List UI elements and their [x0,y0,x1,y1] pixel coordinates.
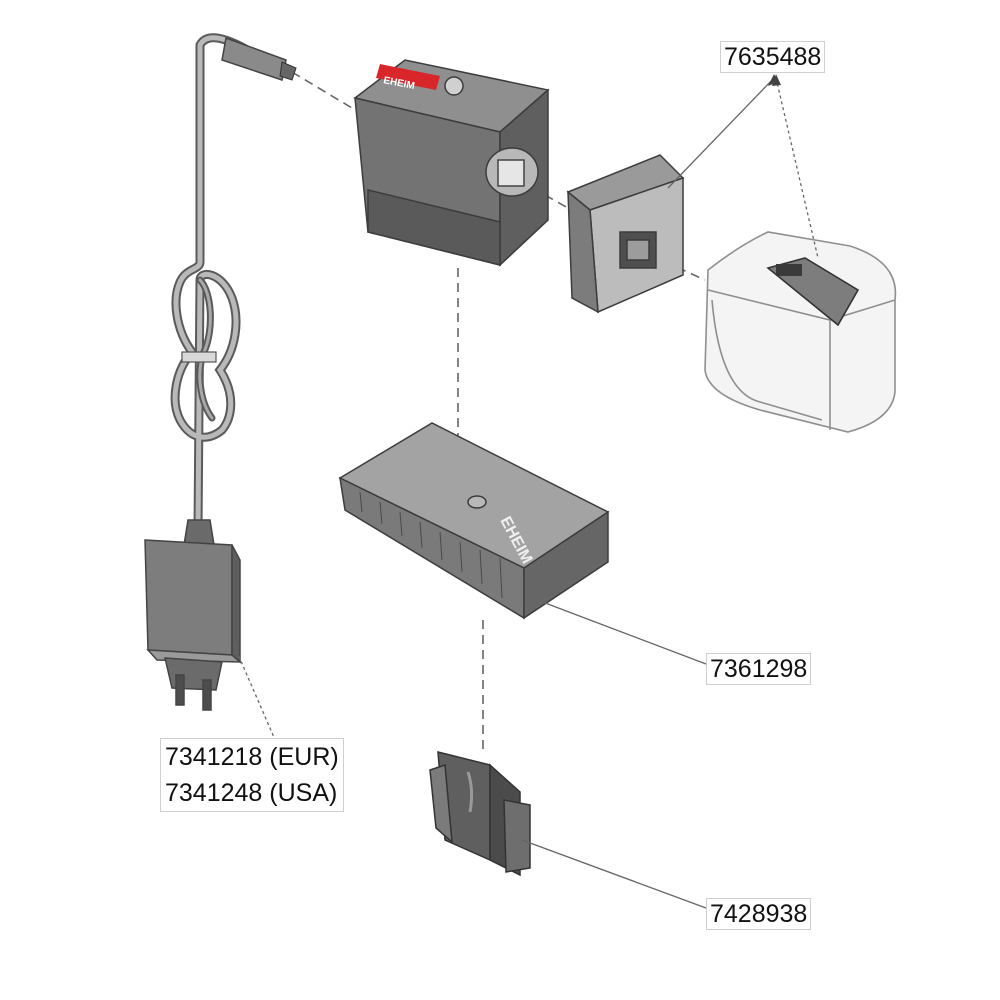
part-number-motor-base: 7361298 [706,653,812,685]
transparent-housing-icon [704,231,897,433]
part-number-power-supply: 7341218 (EUR) 7341248 (USA) [160,738,344,812]
power-cable [170,33,291,535]
part-number-lid-set: 7635488 [720,41,826,73]
clip-holder-icon [429,751,531,877]
front-panel-icon [566,154,685,314]
part-number-power-supply-usa: 7341248 (USA) [165,779,338,807]
power-adapter-icon [144,519,243,711]
motor-base-icon: EHEIM [338,422,610,620]
part-number-power-supply-eur: 7341218 (EUR) [165,743,339,771]
dc-plug-icon [221,36,297,81]
part-number-clip-holder: 7428938 [706,898,812,930]
pump-head-icon: EHEIM [353,59,550,267]
leader-lines [233,74,819,909]
